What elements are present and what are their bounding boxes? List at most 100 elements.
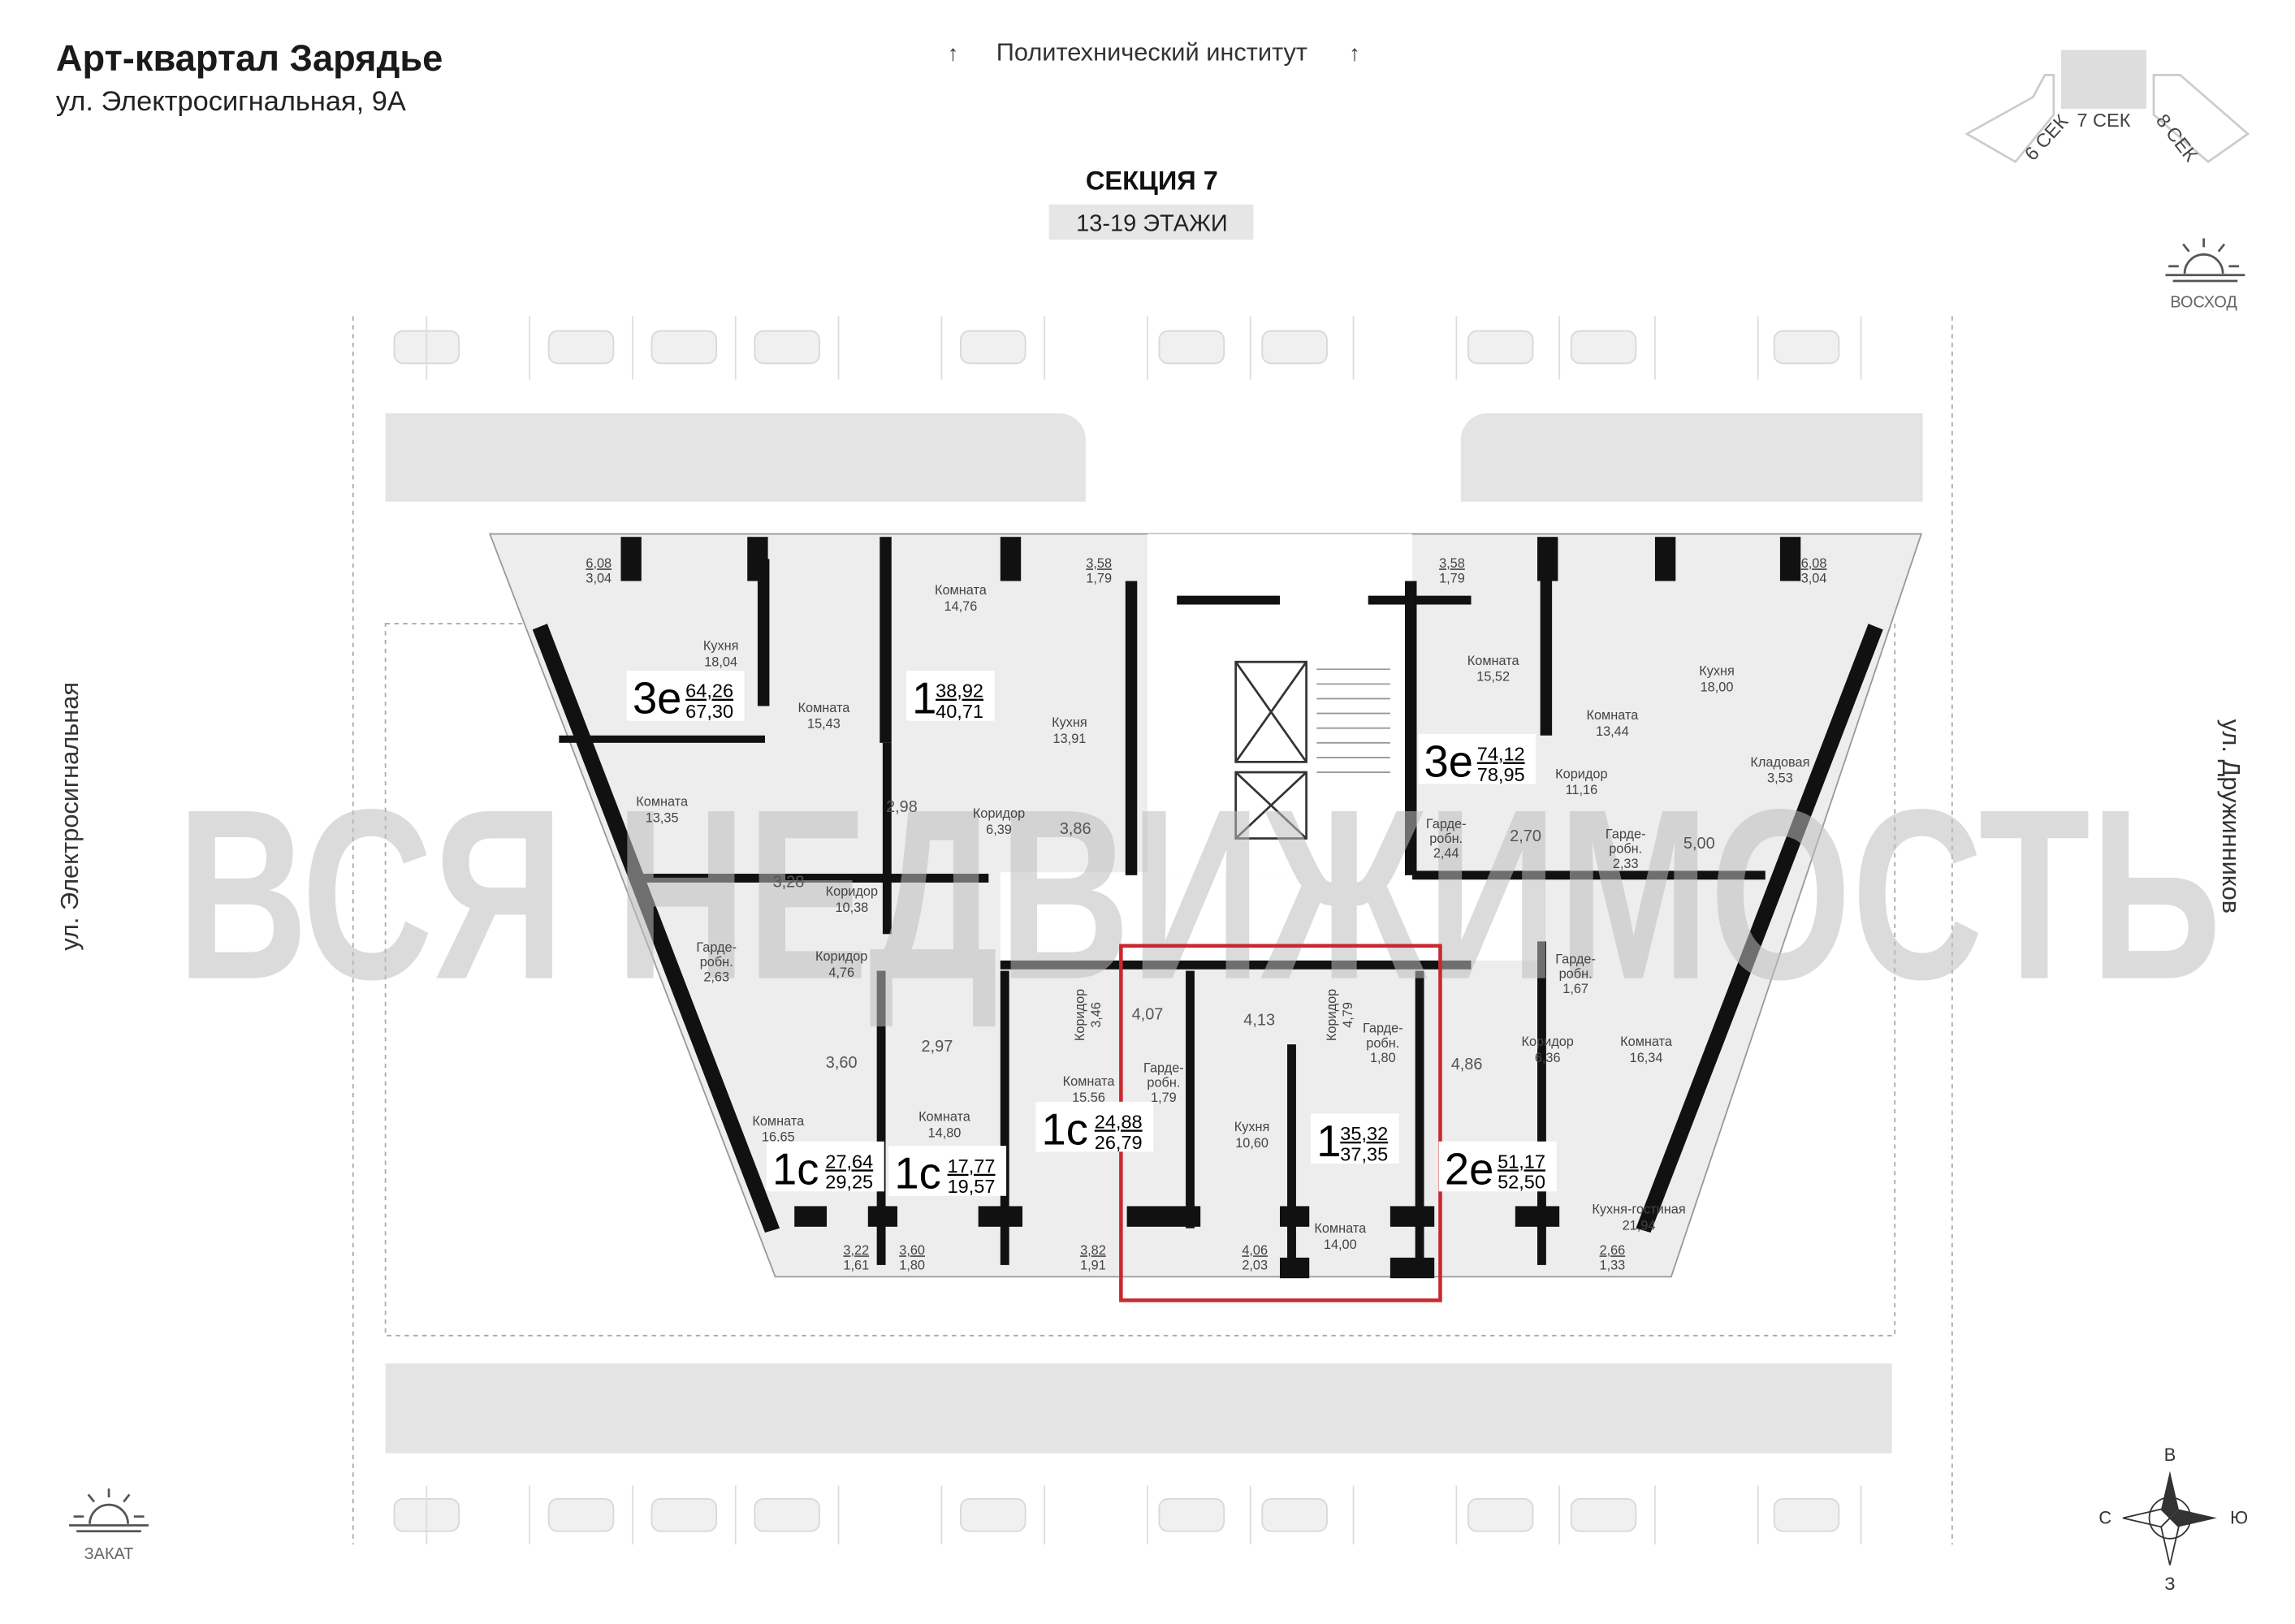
room-area: 1,79 (1439, 571, 1465, 585)
room-area: 2,98 (886, 798, 918, 816)
room-area: 1,91 (1080, 1258, 1106, 1272)
room-label: 4,86 (1451, 1056, 1483, 1073)
sunrise-icon (2165, 238, 2245, 283)
room-area: 3,28 (773, 873, 805, 891)
room-name: робн. (1609, 842, 1642, 857)
apartment-label-bg (905, 671, 995, 721)
apartment-living-area: 64,26 (685, 680, 733, 702)
apartment-total-area: 52,50 (1498, 1172, 1545, 1193)
room-name: Кухня (703, 639, 739, 654)
parked-car-icon (547, 330, 615, 365)
room-area: 1,33 (1600, 1258, 1626, 1272)
room-label: 2,98 (886, 798, 918, 816)
room-area: 3,46 (1089, 1002, 1104, 1028)
apartment-type: 3е (633, 674, 681, 723)
room-area: 13,91 (1053, 732, 1087, 746)
room-name: Комната (1314, 1221, 1367, 1236)
room-area: 2,63 (703, 970, 729, 984)
balcony-area: 3,60 (899, 1243, 925, 1258)
room-label: Гарде-робн.1,67 (1555, 952, 1596, 996)
room-area: 3,60 (826, 1054, 858, 1072)
room-label: Гарде-робн.2,63 (696, 940, 737, 984)
room-area: 5,00 (1683, 835, 1715, 853)
room-name: Коридор (1073, 989, 1087, 1041)
apartment-type: 1с (772, 1144, 819, 1194)
room-area: 1,79 (1086, 571, 1112, 585)
room-label: 5,00 (1683, 835, 1715, 853)
apartment-label-bg (1418, 733, 1536, 784)
room-name: Коридор (973, 806, 1025, 821)
parking-area (393, 316, 1862, 1545)
parked-car-icon (1773, 330, 1840, 365)
room-area: 16,65 (762, 1130, 795, 1145)
driveway (1460, 413, 1923, 502)
room-area: 1,67 (1562, 982, 1588, 996)
apartment-label-bg (626, 671, 745, 721)
room-name: Комната (1467, 654, 1520, 668)
room-name-line1: Гарде- (1606, 827, 1646, 842)
room-area: 10,38 (835, 901, 868, 915)
driveway (385, 1363, 1892, 1453)
north-landmark: Политехнический институт (996, 37, 1307, 66)
apartment-living-area: 35,32 (1340, 1123, 1388, 1144)
room-label: 4,07 (1132, 1005, 1164, 1023)
balcony-area: 3,58 (1086, 556, 1112, 571)
room-label: Гарде-робн.1,80 (1363, 1021, 1403, 1065)
parked-car-icon (1467, 330, 1534, 365)
room-name: Комната (752, 1114, 805, 1129)
parked-car-icon (960, 1498, 1026, 1532)
street-left: ул. Электросигнальная (55, 682, 84, 951)
parked-car-icon (1773, 1498, 1840, 1532)
apartment-total-area: 26,79 (1095, 1132, 1143, 1153)
apartment-total-area: 37,35 (1340, 1143, 1388, 1164)
room-name: Кладовая (1750, 755, 1809, 770)
room-label: 2,70 (1510, 827, 1541, 845)
parked-car-icon (1158, 1498, 1225, 1532)
room-area: 14,00 (1324, 1237, 1357, 1252)
compass-right: Ю (2230, 1508, 2248, 1528)
apartment-total-area: 78,95 (1477, 764, 1525, 785)
apartment-living-area: 38,92 (936, 680, 983, 702)
room-name: Комната (1620, 1034, 1673, 1049)
apartment-living-area: 27,64 (825, 1151, 873, 1172)
apartment-type: 1 (1316, 1116, 1341, 1166)
room-area: 11,16 (1566, 783, 1598, 797)
balcony-area: 4,06 (1242, 1243, 1268, 1258)
room-labels: 6,083,04Кухня18,04Комната15,43Комната14,… (586, 556, 1826, 1272)
room-area: 15,43 (807, 717, 841, 732)
room-area: 4,86 (1451, 1056, 1483, 1073)
parked-car-icon (754, 1498, 820, 1532)
parked-car-icon (1261, 1498, 1328, 1532)
apartment-living-area: 17,77 (948, 1155, 996, 1177)
sunset-icon (69, 1488, 149, 1533)
room-area: 14,76 (944, 599, 978, 614)
section-map: 7 СЕК 6 СЕК 8 СЕК (1964, 50, 2250, 166)
room-area: 13,35 (646, 811, 679, 826)
apartment-label-bg (1311, 1113, 1399, 1164)
apartment-living-area: 74,12 (1477, 744, 1525, 765)
room-label: 3,221,61 (843, 1243, 869, 1272)
room-name: Кухня (1234, 1120, 1270, 1134)
room-name: робн. (1366, 1036, 1399, 1051)
apartment-type: 1 (912, 674, 936, 723)
room-label: 3,581,79 (1439, 556, 1465, 585)
apartment-label-bg (1035, 1101, 1154, 1152)
apartment-type: 3е (1424, 736, 1473, 786)
